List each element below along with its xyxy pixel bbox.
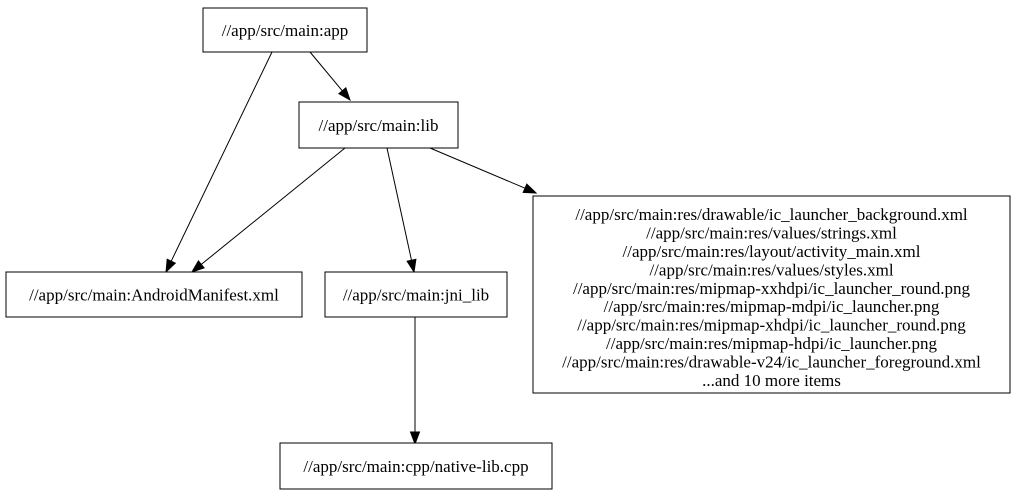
edge-lib-to-manifest: [190, 147, 346, 273]
res-file-line: //app/src/main:res/drawable/ic_launcher_…: [575, 205, 968, 224]
arrowhead: [409, 431, 421, 446]
arrowhead: [406, 258, 417, 274]
arrowhead: [190, 260, 205, 273]
edge-app-to-manifest: [165, 51, 273, 274]
node-app-label: //app/src/main:app: [222, 21, 349, 40]
arrowhead: [338, 87, 351, 102]
edge-jni-lib-to-cpp: [409, 317, 421, 446]
node-lib-label: //app/src/main:lib: [319, 116, 439, 135]
arrowhead: [522, 183, 538, 194]
edge-app-to-lib: [309, 51, 351, 102]
node-app: //app/src/main:app: [202, 7, 368, 53]
res-file-line: //app/src/main:res/drawable-v24/ic_launc…: [562, 353, 981, 372]
res-file-line: //app/src/main:res/values/strings.xml: [646, 223, 897, 242]
edge-lib-to-jni-lib: [386, 147, 417, 274]
res-more-items-line: ...and 10 more items: [702, 371, 841, 390]
res-file-line: //app/src/main:res/values/styles.xml: [649, 260, 893, 279]
res-file-line: //app/src/main:res/layout/activity_main.…: [623, 242, 921, 261]
arrowhead: [165, 258, 177, 274]
node-native-lib-cpp: //app/src/main:cpp/native-lib.cpp: [279, 442, 553, 490]
node-jni-lib: //app/src/main:jni_lib: [324, 271, 508, 318]
edge-lib-to-res: [429, 147, 538, 194]
node-android-manifest-label: //app/src/main:AndroidManifest.xml: [29, 286, 279, 305]
node-lib: //app/src/main:lib: [298, 101, 459, 149]
res-file-line: //app/src/main:res/mipmap-xhdpi/ic_launc…: [577, 316, 966, 335]
res-file-line: //app/src/main:res/mipmap-hdpi/ic_launch…: [606, 334, 937, 353]
node-res-files: //app/src/main:res/drawable/ic_launcher_…: [532, 195, 1011, 394]
node-android-manifest: //app/src/main:AndroidManifest.xml: [5, 271, 303, 318]
node-native-lib-cpp-label: //app/src/main:cpp/native-lib.cpp: [303, 457, 528, 476]
res-file-line: //app/src/main:res/mipmap-mdpi/ic_launch…: [604, 297, 940, 316]
res-file-line: //app/src/main:res/mipmap-xxhdpi/ic_laun…: [573, 279, 971, 298]
node-jni-lib-label: //app/src/main:jni_lib: [343, 286, 489, 305]
